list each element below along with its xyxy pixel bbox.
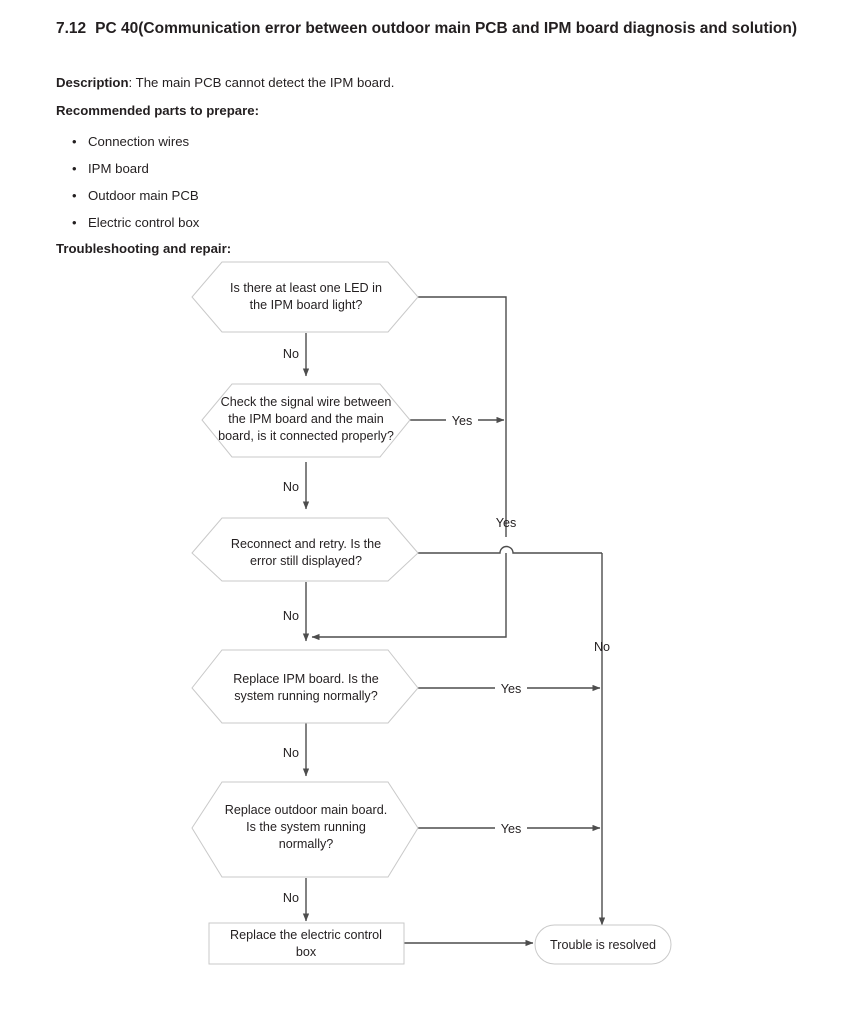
edge-label-n1-no: No	[283, 347, 299, 361]
edge-label-n2-yes: Yes	[452, 414, 473, 428]
edge-label-n5-no: No	[283, 891, 299, 905]
description-paragraph: Description: The main PCB cannot detect …	[56, 74, 394, 92]
edge-yes-trunk-merge	[311, 553, 507, 641]
parts-heading: Recommended parts to prepare:	[56, 103, 259, 118]
edge-label-bg-n2-yes	[446, 411, 478, 428]
node-n5-shape[interactable]	[191, 781, 419, 878]
node-n1-line-1: the IPM board light?	[250, 298, 363, 312]
edge-label-bg-n5-yes	[495, 819, 527, 836]
node-n5-line-1: Is the system running	[246, 820, 366, 834]
node-n3-line-1: error still displayed?	[250, 554, 362, 568]
node-n7-line-0: Trouble is resolved	[550, 938, 656, 952]
list-item: Connection wires	[72, 128, 199, 155]
edge-label-n4-yes: Yes	[501, 682, 522, 696]
node-n7-shape[interactable]	[534, 924, 672, 965]
node-n5-line-0: Replace outdoor main board.	[225, 803, 387, 817]
node-n4-line-1: system running normally?	[234, 689, 378, 703]
node-n2-line-2: board, is it connected properly?	[218, 429, 394, 443]
node-n2-line-0: Check the signal wire between	[221, 395, 392, 409]
edge-label-n1-yes: Yes	[496, 516, 517, 530]
troubleshooting-heading: Troubleshooting and repair:	[56, 241, 232, 256]
node-n4-line-0: Replace IPM board. Is the	[233, 672, 379, 686]
node-n1-line-0: Is there at least one LED in	[230, 281, 382, 295]
section-number: 7.12	[56, 20, 87, 37]
node-n3-shape[interactable]	[191, 517, 419, 582]
node-n6-line-0: Replace the electric control	[230, 928, 382, 942]
edge-label-n2-no: No	[283, 480, 299, 494]
node-n6-shape[interactable]	[208, 922, 405, 965]
parts-list: Connection wires IPM board Outdoor main …	[72, 128, 199, 236]
section-heading: 7.12 PC 40(Communication error between o…	[56, 18, 816, 40]
node-n4-shape[interactable]	[191, 649, 419, 724]
description-label: Description	[56, 75, 129, 90]
list-item: Electric control box	[72, 209, 199, 236]
node-n1-shape[interactable]	[191, 261, 419, 333]
edge-label-n5-yes: Yes	[501, 822, 522, 836]
node-n2-line-1: the IPM board and the main	[228, 412, 383, 426]
list-item: Outdoor main PCB	[72, 182, 199, 209]
edge-n1-yes	[418, 296, 507, 537]
node-n3-line-0: Reconnect and retry. Is the	[231, 537, 381, 551]
description-text: : The main PCB cannot detect the IPM boa…	[128, 75, 395, 90]
node-n6-line-1: box	[296, 945, 317, 959]
node-n2-shape[interactable]	[201, 383, 411, 458]
edge-label-n4-no: No	[283, 746, 299, 760]
edge-label-n3-right: No	[594, 640, 610, 654]
edge-label-bg-n4-yes	[495, 679, 527, 696]
edge-label-n3-no: No	[283, 609, 299, 623]
node-n5-line-2: normally?	[279, 837, 334, 851]
list-item: IPM board	[72, 155, 199, 182]
section-title: PC 40(Communication error between outdoo…	[95, 20, 798, 37]
edge-n3-right-hop	[418, 545, 602, 554]
